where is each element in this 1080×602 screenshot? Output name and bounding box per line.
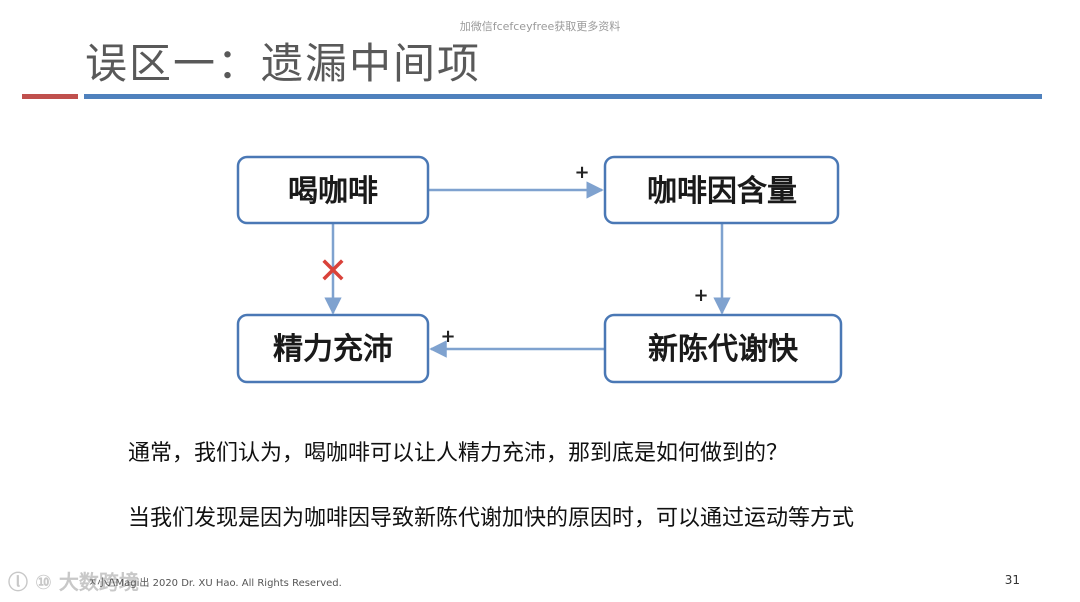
node-caffeine: 咖啡因含量 <box>603 155 840 225</box>
slide-title: 误区一：遗漏中间项 <box>85 39 482 88</box>
node-caffeine-label: 咖啡因含量 <box>647 174 797 209</box>
watermark-logo: ⓛ ⑩ 大数跨境 <box>8 570 139 594</box>
sign-metabolism-to-energetic: + <box>440 326 455 347</box>
watermark-text: 加微信fcefceyfree获取更多资料 <box>459 20 621 33</box>
node-metabolism-label: 新陈代谢快 <box>648 332 799 367</box>
node-metabolism: 新陈代谢快 <box>603 313 843 384</box>
body-paragraph-2: 当我们发现是因为咖啡因导致新陈代谢加快的原因时，可以通过运动等方式 <box>128 506 855 531</box>
reject-cross-icon: ✕ <box>318 251 348 292</box>
node-energetic-label: 精力充沛 <box>273 332 393 367</box>
title-rule-accent <box>22 94 78 99</box>
node-drink-coffee: 喝咖啡 <box>236 155 430 225</box>
page-number: 31 <box>1004 573 1020 587</box>
body-paragraph-1: 通常，我们认为，喝咖啡可以让人精力充沛，那到底是如何做到的？ <box>128 441 789 466</box>
node-energetic: 精力充沛 <box>236 313 430 384</box>
sign-caffeine-to-metabolism: + <box>693 285 708 306</box>
node-drink-coffee-label: 喝咖啡 <box>288 174 378 209</box>
sign-drink-to-caffeine: + <box>574 162 589 183</box>
footer-copyright: ㅈ小ᏁMagi出 2020 Dr. XU Hao. All Rights Res… <box>88 578 342 589</box>
title-rule <box>84 94 1042 99</box>
